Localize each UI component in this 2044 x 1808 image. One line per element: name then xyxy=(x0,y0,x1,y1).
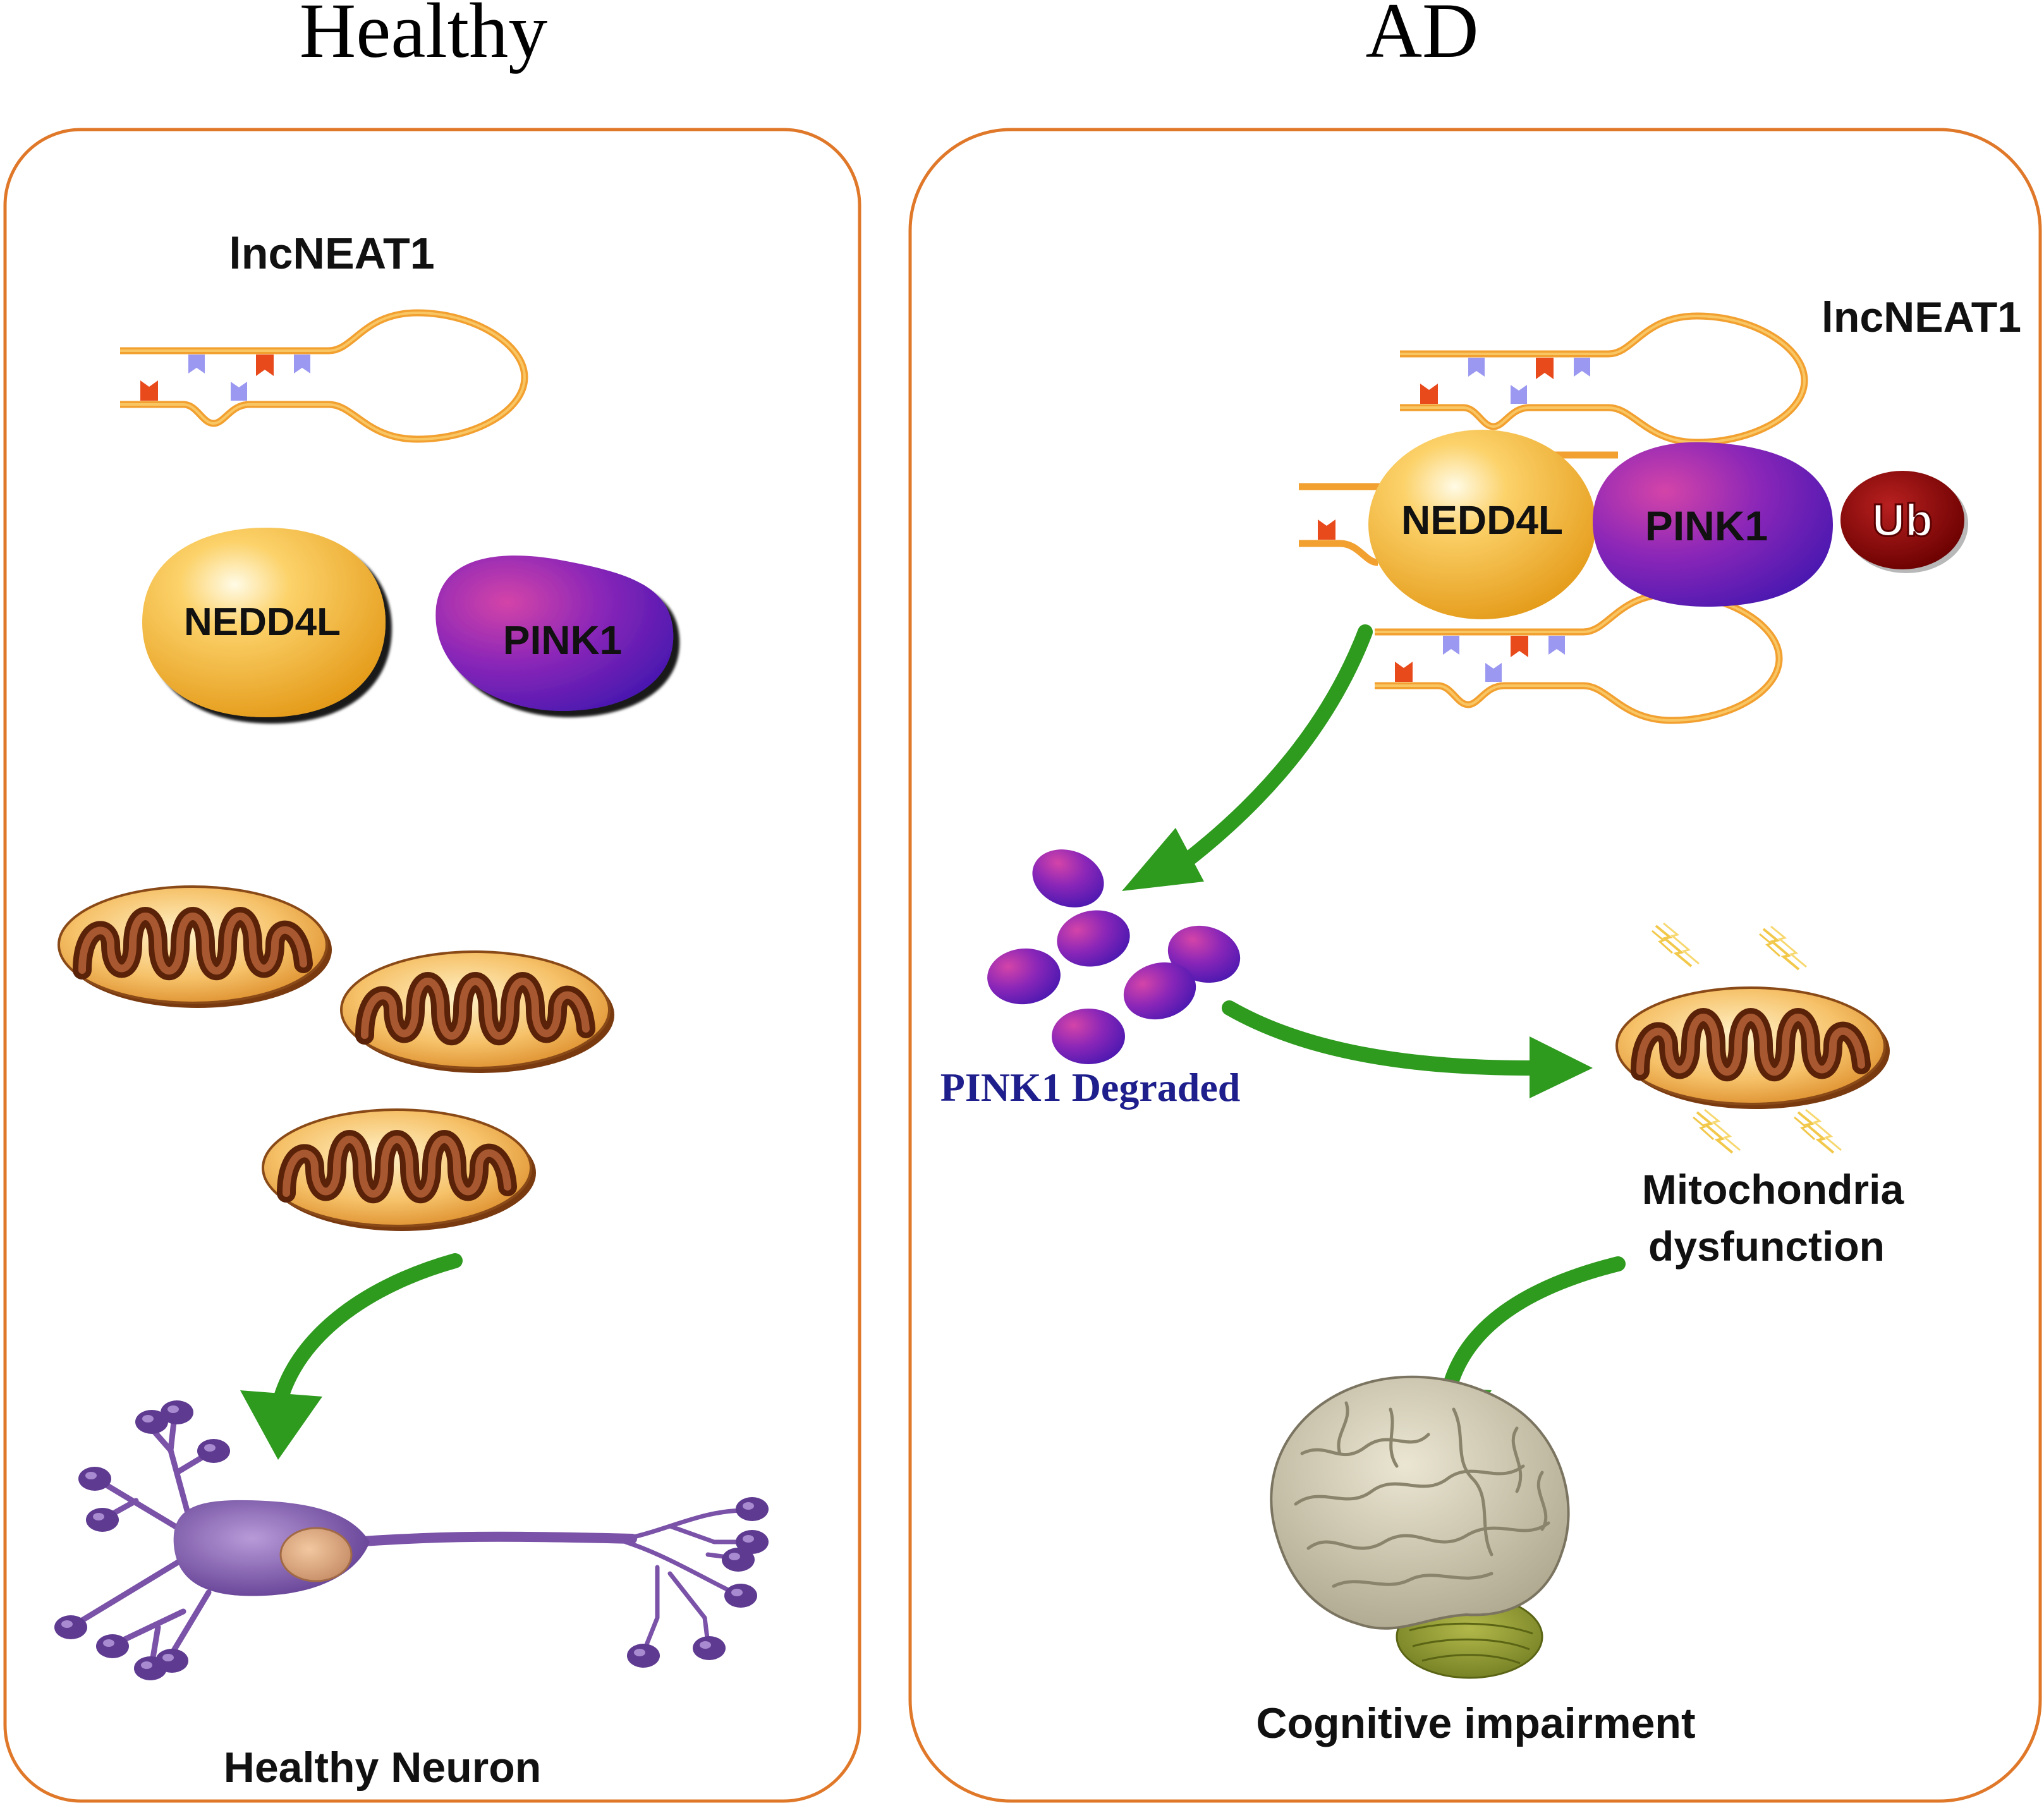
healthy-nedd4l-protein: NEDD4L xyxy=(142,528,386,717)
ub-label: Ub xyxy=(1872,495,1933,546)
healthy-neuron-label: Healthy Neuron xyxy=(224,1744,542,1792)
healthy-mitochondrion-icon xyxy=(341,952,614,1073)
ad-nedd4l-label: NEDD4L xyxy=(1401,497,1563,543)
ad-nedd4l-protein: NEDD4L xyxy=(1368,430,1596,619)
healthy-nedd4l-label: NEDD4L xyxy=(184,600,341,644)
healthy-mitochondrion-icon xyxy=(263,1110,536,1231)
healthy-panel xyxy=(3,128,861,1803)
ad-panel-title: AD xyxy=(1365,0,1478,74)
ad-rna-hairpin-icon xyxy=(1375,594,1779,720)
healthy-mitochondrion-icon xyxy=(59,887,332,1008)
healthy-rna-hairpin-icon xyxy=(120,313,525,439)
pink1-degraded-label: PINK1 Degraded xyxy=(940,1065,1241,1110)
ad-lncneat1-label: lncNEAT1 xyxy=(1822,293,2021,341)
brain-icon xyxy=(1270,1375,1570,1679)
ad-rna-hairpin-icon xyxy=(1400,316,1804,442)
healthy-pink1-protein: PINK1 xyxy=(435,555,674,711)
pink1-degraded-cluster xyxy=(985,839,1247,1064)
healthy-pink1-label: PINK1 xyxy=(503,617,623,663)
ad-pink1-label: PINK1 xyxy=(1645,502,1768,549)
healthy-neuron-icon xyxy=(54,1400,769,1680)
ad-pink1-protein: PINK1 xyxy=(1593,442,1833,607)
healthy-arrow-icon xyxy=(240,1253,463,1460)
ad-arrow-icon xyxy=(1222,1000,1593,1098)
ubiquitin-icon: Ub xyxy=(1840,471,1968,573)
ad-mitochondrion-icon xyxy=(1617,988,1890,1109)
ad-arrow-icon xyxy=(1122,624,1373,891)
mito-dysfunction-label-line1: Mitochondria xyxy=(1642,1166,1905,1213)
ad-panel xyxy=(908,128,2042,1803)
mito-dysfunction-label-line2: dysfunction xyxy=(1648,1223,1885,1270)
healthy-lncneat1-label: lncNEAT1 xyxy=(229,229,434,278)
cognitive-impairment-label: Cognitive impairment xyxy=(1256,1699,1695,1747)
healthy-panel-title: Healthy xyxy=(300,0,548,74)
